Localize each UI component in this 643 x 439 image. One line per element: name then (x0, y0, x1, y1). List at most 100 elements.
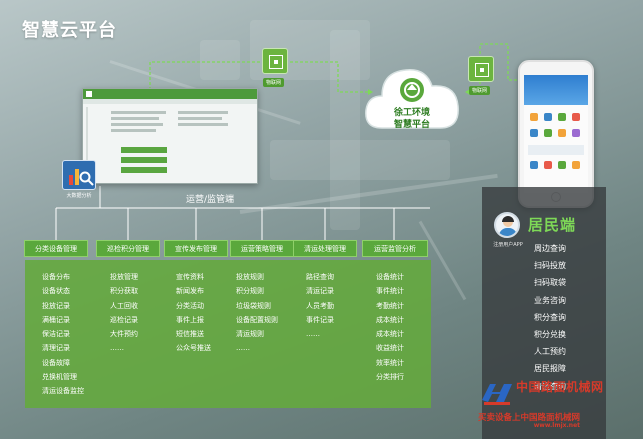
resident-item: 扫码投放 (534, 261, 566, 271)
iot-label: 物联网 (469, 86, 491, 95)
function-column-strategy: 投放规则 积分规则 垃圾袋规则 设备配置规则 清运规则 …… (236, 270, 278, 356)
function-column-collection: 路径查询 清运记录 人员考勤 事件记录 …… (306, 270, 334, 341)
cloud-icon (365, 69, 459, 129)
function-item: 兑换机管理 (42, 373, 77, 382)
ops-label: 运营/监管端 (186, 195, 235, 205)
resident-title: 居民端 (528, 216, 577, 234)
category-publicity: 宣传发布管理 (164, 240, 228, 257)
resident-item: 业务咨询 (534, 295, 566, 305)
resident-item: 清运查询 (534, 381, 566, 391)
function-item: 宣传资料 (176, 273, 204, 281)
resident-item: 周边查询 (534, 244, 566, 253)
function-item: 短信推送 (176, 330, 204, 339)
function-item: …… (306, 330, 320, 339)
resident-item: 积分查询 (534, 312, 566, 322)
iot-label: 物联网 (263, 78, 285, 87)
placeholder-row (178, 117, 222, 120)
function-item: 大件预约 (110, 330, 138, 339)
magnifier-icon (79, 171, 94, 186)
function-item: 清理记录 (42, 344, 70, 353)
resident-item: 扫码取袋 (534, 278, 566, 288)
placeholder-row (111, 111, 166, 114)
app-icon (572, 129, 580, 137)
function-item: 事件统计 (376, 287, 404, 296)
function-item: 分类排行 (376, 373, 404, 382)
cloud-title-line: 智慧平台 (393, 120, 430, 130)
avatar-head (503, 217, 513, 227)
function-item: 设备统计 (376, 273, 404, 281)
ops-connector (99, 186, 430, 209)
function-item: 巡检记录 (110, 315, 138, 324)
bg-block (270, 140, 450, 180)
window-sidebar (86, 107, 88, 177)
function-item: 积分获取 (110, 287, 138, 296)
cloud-title-line: 徐工环境 (393, 108, 430, 118)
app-icon (544, 161, 552, 169)
resident-function-list: 周边查询 扫码投放 扫码取袋 业务咨询 积分查询 积分兑换 人工预约 居民报障 … (534, 240, 566, 395)
dashed-connector (290, 61, 368, 93)
function-column-publicity: 宣传资料 新闻发布 分类活动 事件上报 短信推送 公众号推送 (176, 270, 211, 356)
watermark-logo-icon (482, 384, 512, 405)
window-menubar (83, 99, 257, 104)
placeholder-row (111, 123, 163, 126)
function-item: 路径查询 (306, 273, 334, 281)
function-column-inspection: 投放管理 积分获取 人工回收 巡检记录 大件预约 …… (110, 270, 138, 356)
function-item: 考勤统计 (376, 301, 404, 310)
app-icon (544, 113, 552, 121)
icon-bar (69, 175, 73, 185)
avatar-body (499, 228, 517, 236)
category-device-management: 分类设备管理 (24, 240, 88, 257)
app-icon (558, 129, 566, 137)
function-item: 积分规则 (236, 287, 264, 296)
function-item: 人员考勤 (306, 301, 334, 310)
placeholder-row (178, 123, 228, 126)
placeholder-bar (121, 157, 167, 163)
bigdata-label: 大数据分析 (66, 193, 92, 199)
function-item: 收益统计 (376, 344, 404, 353)
watermark-title: 中国路面机械网 (516, 380, 604, 394)
category-supervision-analysis: 运营监管分析 (362, 240, 428, 257)
bg-block (330, 30, 360, 230)
app-icon (530, 113, 538, 121)
iot-chip-icon (468, 56, 494, 82)
resident-item: 居民报障 (534, 364, 566, 374)
category-collection: 清运处理管理 (293, 240, 357, 257)
app-icon (544, 129, 552, 137)
function-item: 效率统计 (376, 358, 404, 367)
resident-user-label: 注册用户APP (493, 242, 523, 248)
watermark-slogan-text: 买卖设备上中国路面机械网 (478, 413, 581, 423)
function-item: 保洁记录 (42, 330, 70, 339)
app-icon (572, 161, 580, 169)
function-item: 设备分布 (42, 273, 70, 281)
watermark-url: www.lmjx.net (533, 422, 581, 429)
function-item: 满桶记录 (42, 315, 70, 324)
function-item: 成本统计 (376, 315, 404, 324)
resident-item: 人工预约 (534, 347, 566, 357)
function-panel (25, 260, 431, 408)
function-item: 投放记录 (42, 301, 70, 310)
window-titlebar (83, 89, 257, 99)
arrow-head (368, 89, 373, 95)
function-item: 清运记录 (306, 287, 334, 296)
app-icon (558, 161, 566, 169)
function-item: 事件上报 (176, 315, 204, 324)
phone-screen (524, 75, 588, 193)
function-item: 投放管理 (110, 273, 138, 281)
dashed-connector (149, 61, 262, 90)
function-item: 人工回收 (110, 301, 138, 310)
function-item: 垃圾袋规则 (236, 301, 271, 310)
watermark-slogan: 买卖设备上中国路面机械网 www.lmjx.net (478, 411, 580, 429)
bar-chart-magnifier-icon (62, 160, 96, 190)
placeholder-bar (121, 147, 167, 153)
placeholder-row (111, 129, 156, 132)
cloud-title: 徐工环境 智慧平台 (368, 107, 456, 131)
function-item: 设备状态 (42, 287, 70, 296)
function-item: 清运设备监控 (42, 387, 84, 396)
function-item: 清运规则 (236, 330, 264, 339)
chip-outline (475, 63, 489, 77)
app-icon (530, 161, 538, 169)
bg-block (200, 40, 240, 80)
function-item: …… (110, 344, 124, 353)
function-item: 事件记录 (306, 315, 334, 324)
